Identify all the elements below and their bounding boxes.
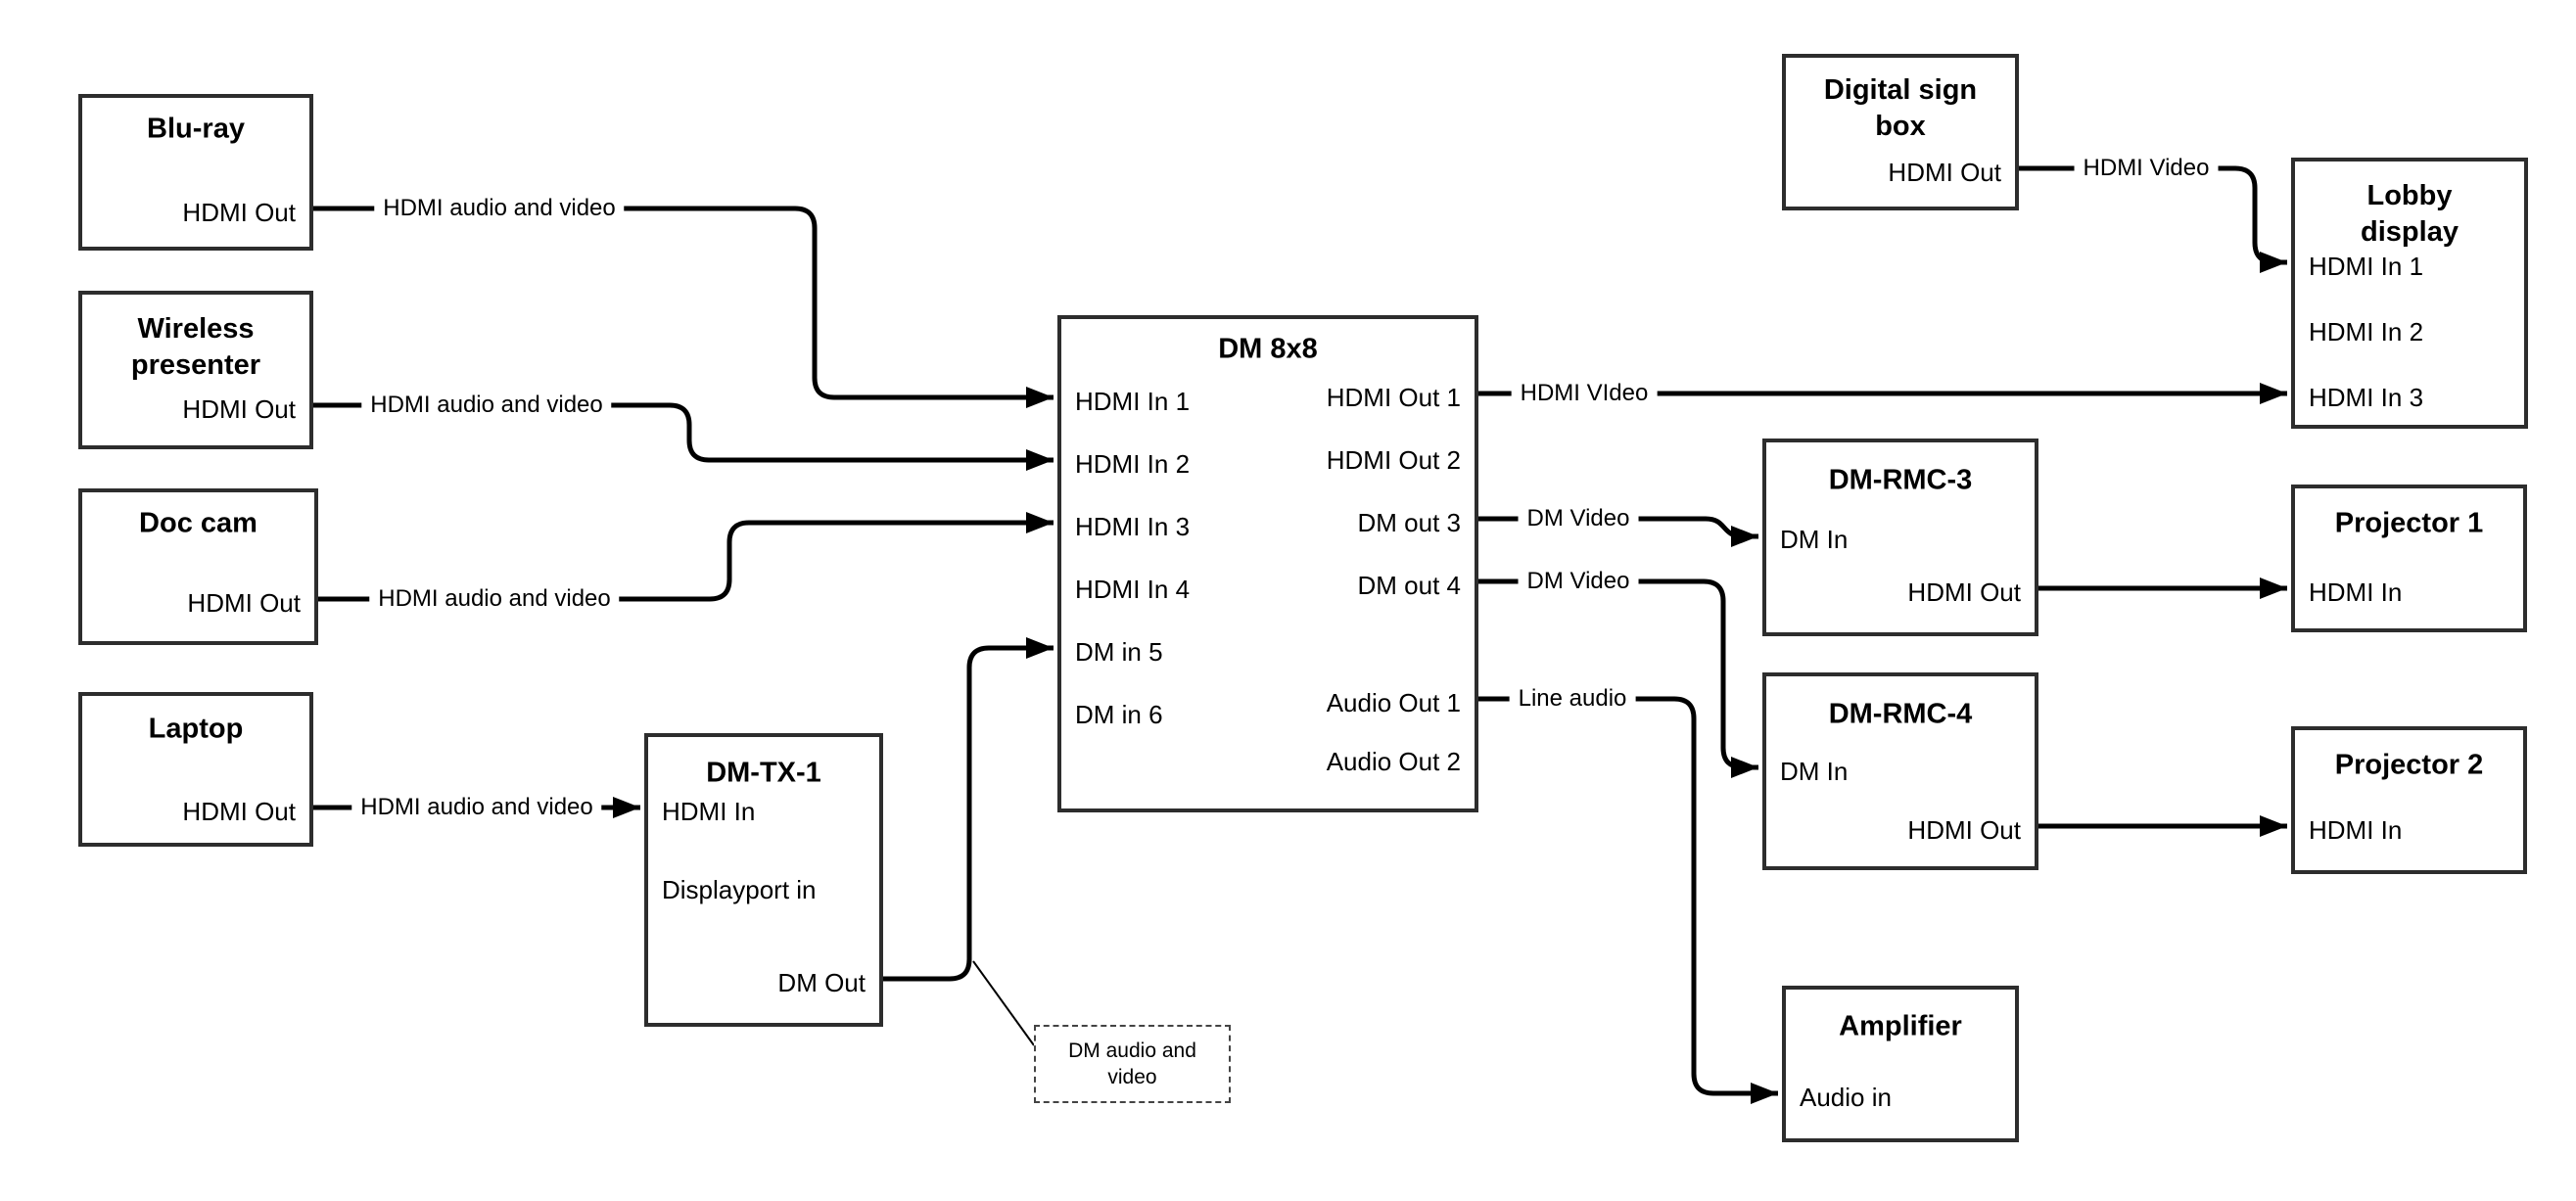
node-title: Projector 1 <box>2334 507 2484 539</box>
port-hdmi-out: HDMI Out <box>182 394 296 424</box>
node-dm-rmc-3: DM-RMC-3 DM In HDMI Out <box>1762 439 2038 636</box>
port-audio-out-1: Audio Out 1 <box>1326 688 1461 717</box>
port-hdmi-in-3: HDMI In 3 <box>1075 512 1191 541</box>
port-dm-in: DM In <box>1780 525 1849 554</box>
port-hdmi-in: HDMI In <box>2309 815 2403 845</box>
port-hdmi-out: HDMI Out <box>1888 158 2001 187</box>
node-dm-tx-1: DM-TX-1 HDMI In Displayport in DM Out <box>644 733 883 1027</box>
wire-label-line-audio: Line audio <box>1509 685 1636 713</box>
wire-label-bluray: HDMI audio and video <box>374 195 625 222</box>
node-lobby-display: Lobby display HDMI In 1 HDMI In 2 HDMI I… <box>2291 158 2528 429</box>
node-projector-2: Projector 2 HDMI In <box>2291 726 2527 874</box>
port-hdmi-in-1: HDMI In 1 <box>1075 387 1191 416</box>
wire-dmtx1-to-dm8x8-in5 <box>883 637 1054 982</box>
wire-wireless-to-dm8x8-in2 <box>313 402 1054 471</box>
node-title: Laptop <box>148 713 244 745</box>
node-title: Wireless presenter <box>130 313 261 381</box>
port-audio-in: Audio in <box>1800 1083 1892 1112</box>
wire-label-hdmi-video-digitalsign: HDMI Video <box>2074 155 2219 182</box>
node-title: DM 8x8 <box>1218 333 1318 365</box>
node-title: DM-TX-1 <box>706 757 821 789</box>
wire-dm8x8-out3-to-rmc3 <box>1478 516 1758 547</box>
wire-label-laptop: HDMI audio and video <box>351 794 602 821</box>
wire-doccam-to-dm8x8-in3 <box>318 512 1054 602</box>
node-laptop: Laptop HDMI Out <box>78 692 313 847</box>
wire-digitalsign-to-lobby-in1 <box>2019 165 2287 273</box>
port-dm-out-3: DM out 3 <box>1357 508 1462 537</box>
port-hdmi-in: HDMI In <box>662 797 756 826</box>
node-amplifier: Amplifier Audio in <box>1782 986 2019 1142</box>
node-dm-8x8: DM 8x8 HDMI In 1 HDMI In 2 HDMI In 3 HDM… <box>1057 315 1478 812</box>
node-title: Projector 2 <box>2334 749 2484 781</box>
wire-dm8x8-out4-to-rmc4 <box>1478 578 1758 778</box>
port-audio-out-2: Audio Out 2 <box>1326 747 1461 776</box>
port-dm-out-4: DM out 4 <box>1357 571 1462 600</box>
node-title: DM-RMC-3 <box>1828 464 1973 496</box>
wire-bluray-to-dm8x8-in1 <box>313 206 1054 408</box>
port-dm-in-6: DM in 6 <box>1075 700 1163 729</box>
port-dm-out: DM Out <box>777 968 866 997</box>
node-blu-ray: Blu-ray HDMI Out <box>78 94 313 251</box>
wire-label-wireless: HDMI audio and video <box>361 392 612 419</box>
port-hdmi-out-1: HDMI Out 1 <box>1326 383 1461 412</box>
port-hdmi-out: HDMI Out <box>187 588 301 618</box>
node-title: Digital sign box <box>1823 74 1978 142</box>
port-dm-in: DM In <box>1780 757 1849 786</box>
node-wireless-presenter: Wireless presenter HDMI Out <box>78 291 313 449</box>
callout-line <box>972 960 1035 1046</box>
wire-label-doccam: HDMI audio and video <box>369 585 620 613</box>
node-title: Doc cam <box>139 507 258 539</box>
node-title: Lobby display <box>2361 180 2459 248</box>
port-hdmi-out-2: HDMI Out 2 <box>1326 445 1461 475</box>
callout-dm-audio-video: DM audio and video <box>1034 1025 1231 1103</box>
port-hdmi-in-2: HDMI In 2 <box>2309 317 2424 346</box>
port-hdmi-in-4: HDMI In 4 <box>1075 575 1191 604</box>
port-hdmi-out: HDMI Out <box>1907 815 2021 845</box>
port-displayport-in: Displayport in <box>662 875 817 904</box>
wire-label-dm-video-out3: DM Video <box>1518 505 1639 532</box>
node-projector-1: Projector 1 HDMI In <box>2291 485 2527 632</box>
node-dm-rmc-4: DM-RMC-4 DM In HDMI Out <box>1762 672 2038 870</box>
wire-dm8x8-audio1-to-amplifier <box>1478 696 1778 1104</box>
node-title: Amplifier <box>1839 1010 1962 1042</box>
port-dm-in-5: DM in 5 <box>1075 637 1163 667</box>
port-hdmi-in-3: HDMI In 3 <box>2309 383 2424 412</box>
port-hdmi-out: HDMI Out <box>1907 577 2021 607</box>
node-digital-sign-box: Digital sign box HDMI Out <box>1782 54 2019 210</box>
wire-label-dm-video-out4: DM Video <box>1518 568 1639 595</box>
node-title: DM-RMC-4 <box>1828 698 1973 730</box>
port-hdmi-out: HDMI Out <box>182 797 296 826</box>
port-hdmi-in-2: HDMI In 2 <box>1075 449 1191 479</box>
node-title: Blu-ray <box>147 113 245 145</box>
port-hdmi-out: HDMI Out <box>182 198 296 227</box>
port-hdmi-in: HDMI In <box>2309 577 2403 607</box>
wire-label-hdmi-video-out1: HDMI VIdeo <box>1511 380 1658 407</box>
port-hdmi-in-1: HDMI In 1 <box>2309 252 2424 281</box>
node-doc-cam: Doc cam HDMI Out <box>78 488 318 645</box>
